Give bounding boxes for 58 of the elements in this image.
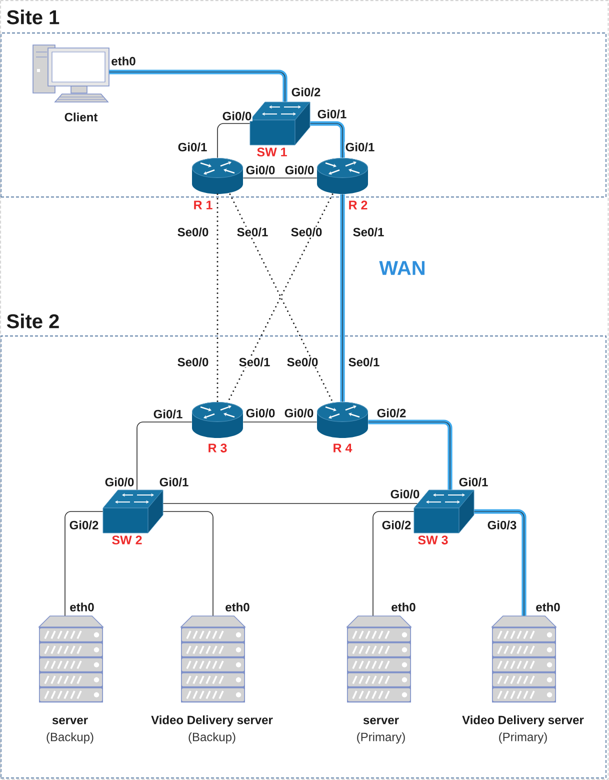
port-label: Gi0/0 <box>245 164 276 176</box>
zone-title: Site 1 <box>6 10 60 24</box>
port-label: Gi0/1 <box>158 476 190 488</box>
device-label: R 4 <box>334 444 352 452</box>
connector-line <box>64 511 104 616</box>
connector-line <box>372 511 414 616</box>
device-label: SW 3 <box>418 536 448 544</box>
port-label: eth0 <box>390 602 417 612</box>
device-note: (Primary) <box>499 732 547 744</box>
port-label: Se0/1 <box>352 226 385 238</box>
port-label: Gi0/1 <box>458 476 489 488</box>
device-note: (Backup) <box>46 732 94 744</box>
port-label: Gi0/0 <box>390 488 420 500</box>
port-label: Gi0/2 <box>290 86 322 98</box>
connector-line <box>162 511 214 616</box>
port-label: Gi0/0 <box>104 476 135 488</box>
port-label: Gi0/2 <box>376 408 407 418</box>
port-label: Gi0/3 <box>486 520 518 530</box>
port-label: eth0 <box>534 602 562 612</box>
device-label: Video Delivery server <box>462 715 584 727</box>
port-label: Gi0/0 <box>245 408 276 418</box>
highlighted-connector <box>474 509 526 616</box>
device-label: Video Delivery server <box>151 715 273 727</box>
device-label: Client <box>64 112 98 122</box>
device-label: SW 2 <box>112 536 142 544</box>
device-label: R 1 <box>194 200 212 210</box>
area-label: WAN <box>378 260 427 276</box>
port-label: Se0/1 <box>238 356 271 368</box>
highlighted-connector <box>368 420 452 490</box>
port-label: eth0 <box>68 602 96 612</box>
device-label: SW 1 <box>257 148 287 156</box>
port-label: Se0/1 <box>236 226 269 238</box>
device-label: server <box>363 718 399 724</box>
connector-line <box>136 422 192 490</box>
port-label: Gi0/0 <box>284 408 314 418</box>
port-label: Se0/0 <box>290 226 323 238</box>
highlighted-connector <box>340 194 345 402</box>
port-label: Gi0/0 <box>284 164 315 176</box>
device-note: (Backup) <box>188 732 236 744</box>
port-label: Gi0/2 <box>381 520 412 530</box>
port-label: Se0/0 <box>286 356 319 368</box>
connector-line <box>217 123 250 158</box>
port-label: Gi0/1 <box>152 408 184 420</box>
highlighted-connector <box>108 70 288 102</box>
highlighted-connector <box>310 121 345 158</box>
port-label: eth0 <box>224 602 251 612</box>
port-label: Gi0/2 <box>68 520 100 530</box>
zone-title: Site 2 <box>6 314 59 328</box>
port-label: eth0 <box>110 56 137 66</box>
dotted-connector <box>216 193 218 403</box>
device-note: (Primary) <box>357 732 405 744</box>
device-label: R 2 <box>349 200 368 210</box>
device-label: server <box>52 718 88 724</box>
port-label: Gi0/0 <box>222 110 252 122</box>
port-label: Gi0/1 <box>316 108 348 120</box>
device-label: R 3 <box>208 444 227 452</box>
port-label: Se0/0 <box>176 226 210 238</box>
connector-line <box>162 503 418 504</box>
